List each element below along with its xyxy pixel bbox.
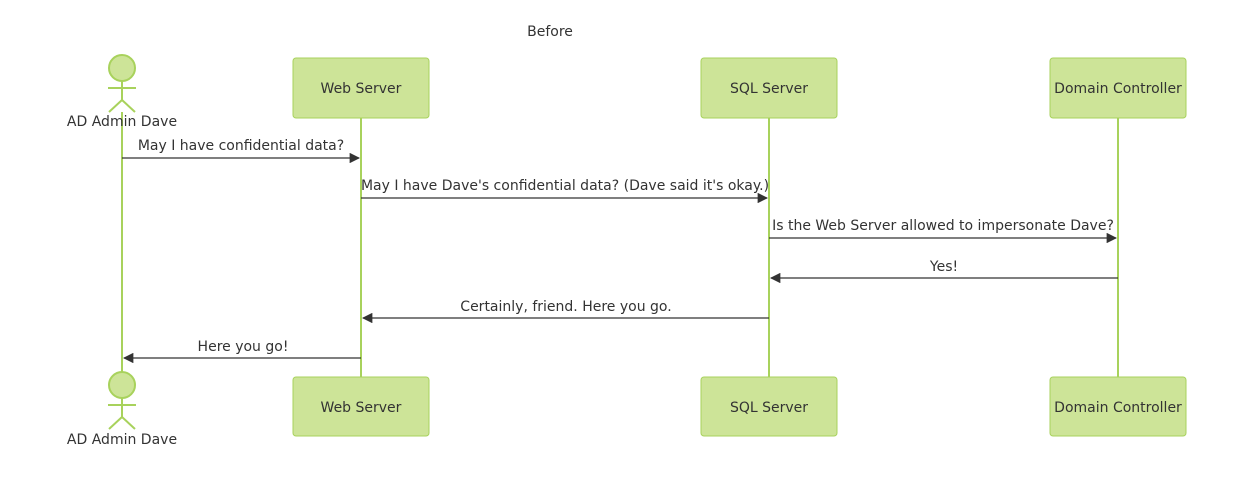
participant-label-web-server: Web Server [321,81,402,97]
actor-head-icon [108,54,136,82]
participant-label-web-server: Web Server [321,400,402,416]
participant-domain-controller-bottom: Domain Controller [1049,376,1187,437]
message-4: Yes! [769,259,1118,284]
message-label: May I have Dave's confidential data? (Da… [361,178,769,194]
participant-label-domain-controller: Domain Controller [1054,400,1182,416]
participant-sql-server-top: SQL Server [700,57,838,119]
message-2: May I have Dave's confidential data? (Da… [361,178,769,204]
diagram-title: Before [527,24,573,40]
message-label: Certainly, friend. Here you go. [460,299,671,315]
participant-sql-server-bottom: SQL Server [700,376,838,437]
actor-dave-bottom: AD Admin Dave [67,371,177,448]
participant-web-server-top: Web Server [292,57,430,119]
message-1: May I have confidential data? [122,138,361,164]
message-6: Here you go! [122,339,361,364]
message-label: Is the Web Server allowed to impersonate… [772,218,1114,234]
message-label: Yes! [929,259,958,275]
message-3: Is the Web Server allowed to impersonate… [769,218,1118,244]
participant-web-server-bottom: Web Server [292,376,430,437]
participant-label-domain-controller: Domain Controller [1054,81,1182,97]
message-5: Certainly, friend. Here you go. [361,299,769,324]
actor-label-dave: AD Admin Dave [67,432,177,448]
participant-label-sql-server: SQL Server [730,81,808,97]
actor-head-icon [108,371,136,399]
actor-dave-top: AD Admin Dave [67,54,177,130]
participant-domain-controller-top: Domain Controller [1049,57,1187,119]
message-label: Here you go! [198,339,289,355]
actor-label-dave: AD Admin Dave [67,114,177,130]
message-label: May I have confidential data? [138,138,344,154]
participant-label-sql-server: SQL Server [730,400,808,416]
